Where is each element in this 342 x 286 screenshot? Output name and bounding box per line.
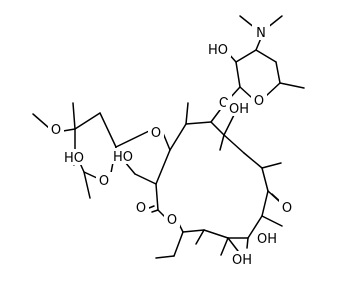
bond-lines: [32, 15, 305, 259]
atom-labels: N HO O O O HO O O OH HO O O OH OH O: [48, 24, 295, 268]
atom-lactone-carbonyl-oxygen: O: [136, 201, 146, 216]
atom-hydroxyl-cladinose: HO: [64, 151, 84, 166]
atom-glycosidic-oxygen-desosamine: O: [219, 96, 229, 111]
atom-hydroxyl-c9: OH: [232, 253, 252, 268]
atom-n-amine: N: [256, 26, 266, 41]
atom-hydroxymethyl: HO: [113, 150, 133, 165]
atom-hydroxyl-c7: OH: [257, 232, 277, 247]
atom-hydroxyl-desosamine: HO: [208, 43, 228, 58]
atom-ring-oxygen-cladinose: O: [99, 174, 109, 189]
atom-glycosidic-oxygen-cladinose: O: [151, 126, 161, 141]
atom-ketone-oxygen: O: [282, 201, 292, 216]
atom-ring-oxygen-desosamine: O: [254, 94, 264, 109]
atom-methoxy-oxygen: O: [51, 123, 61, 138]
atom-lactone-ring-oxygen: O: [167, 213, 177, 228]
atom-hydroxyl-c11: OH: [229, 102, 249, 117]
